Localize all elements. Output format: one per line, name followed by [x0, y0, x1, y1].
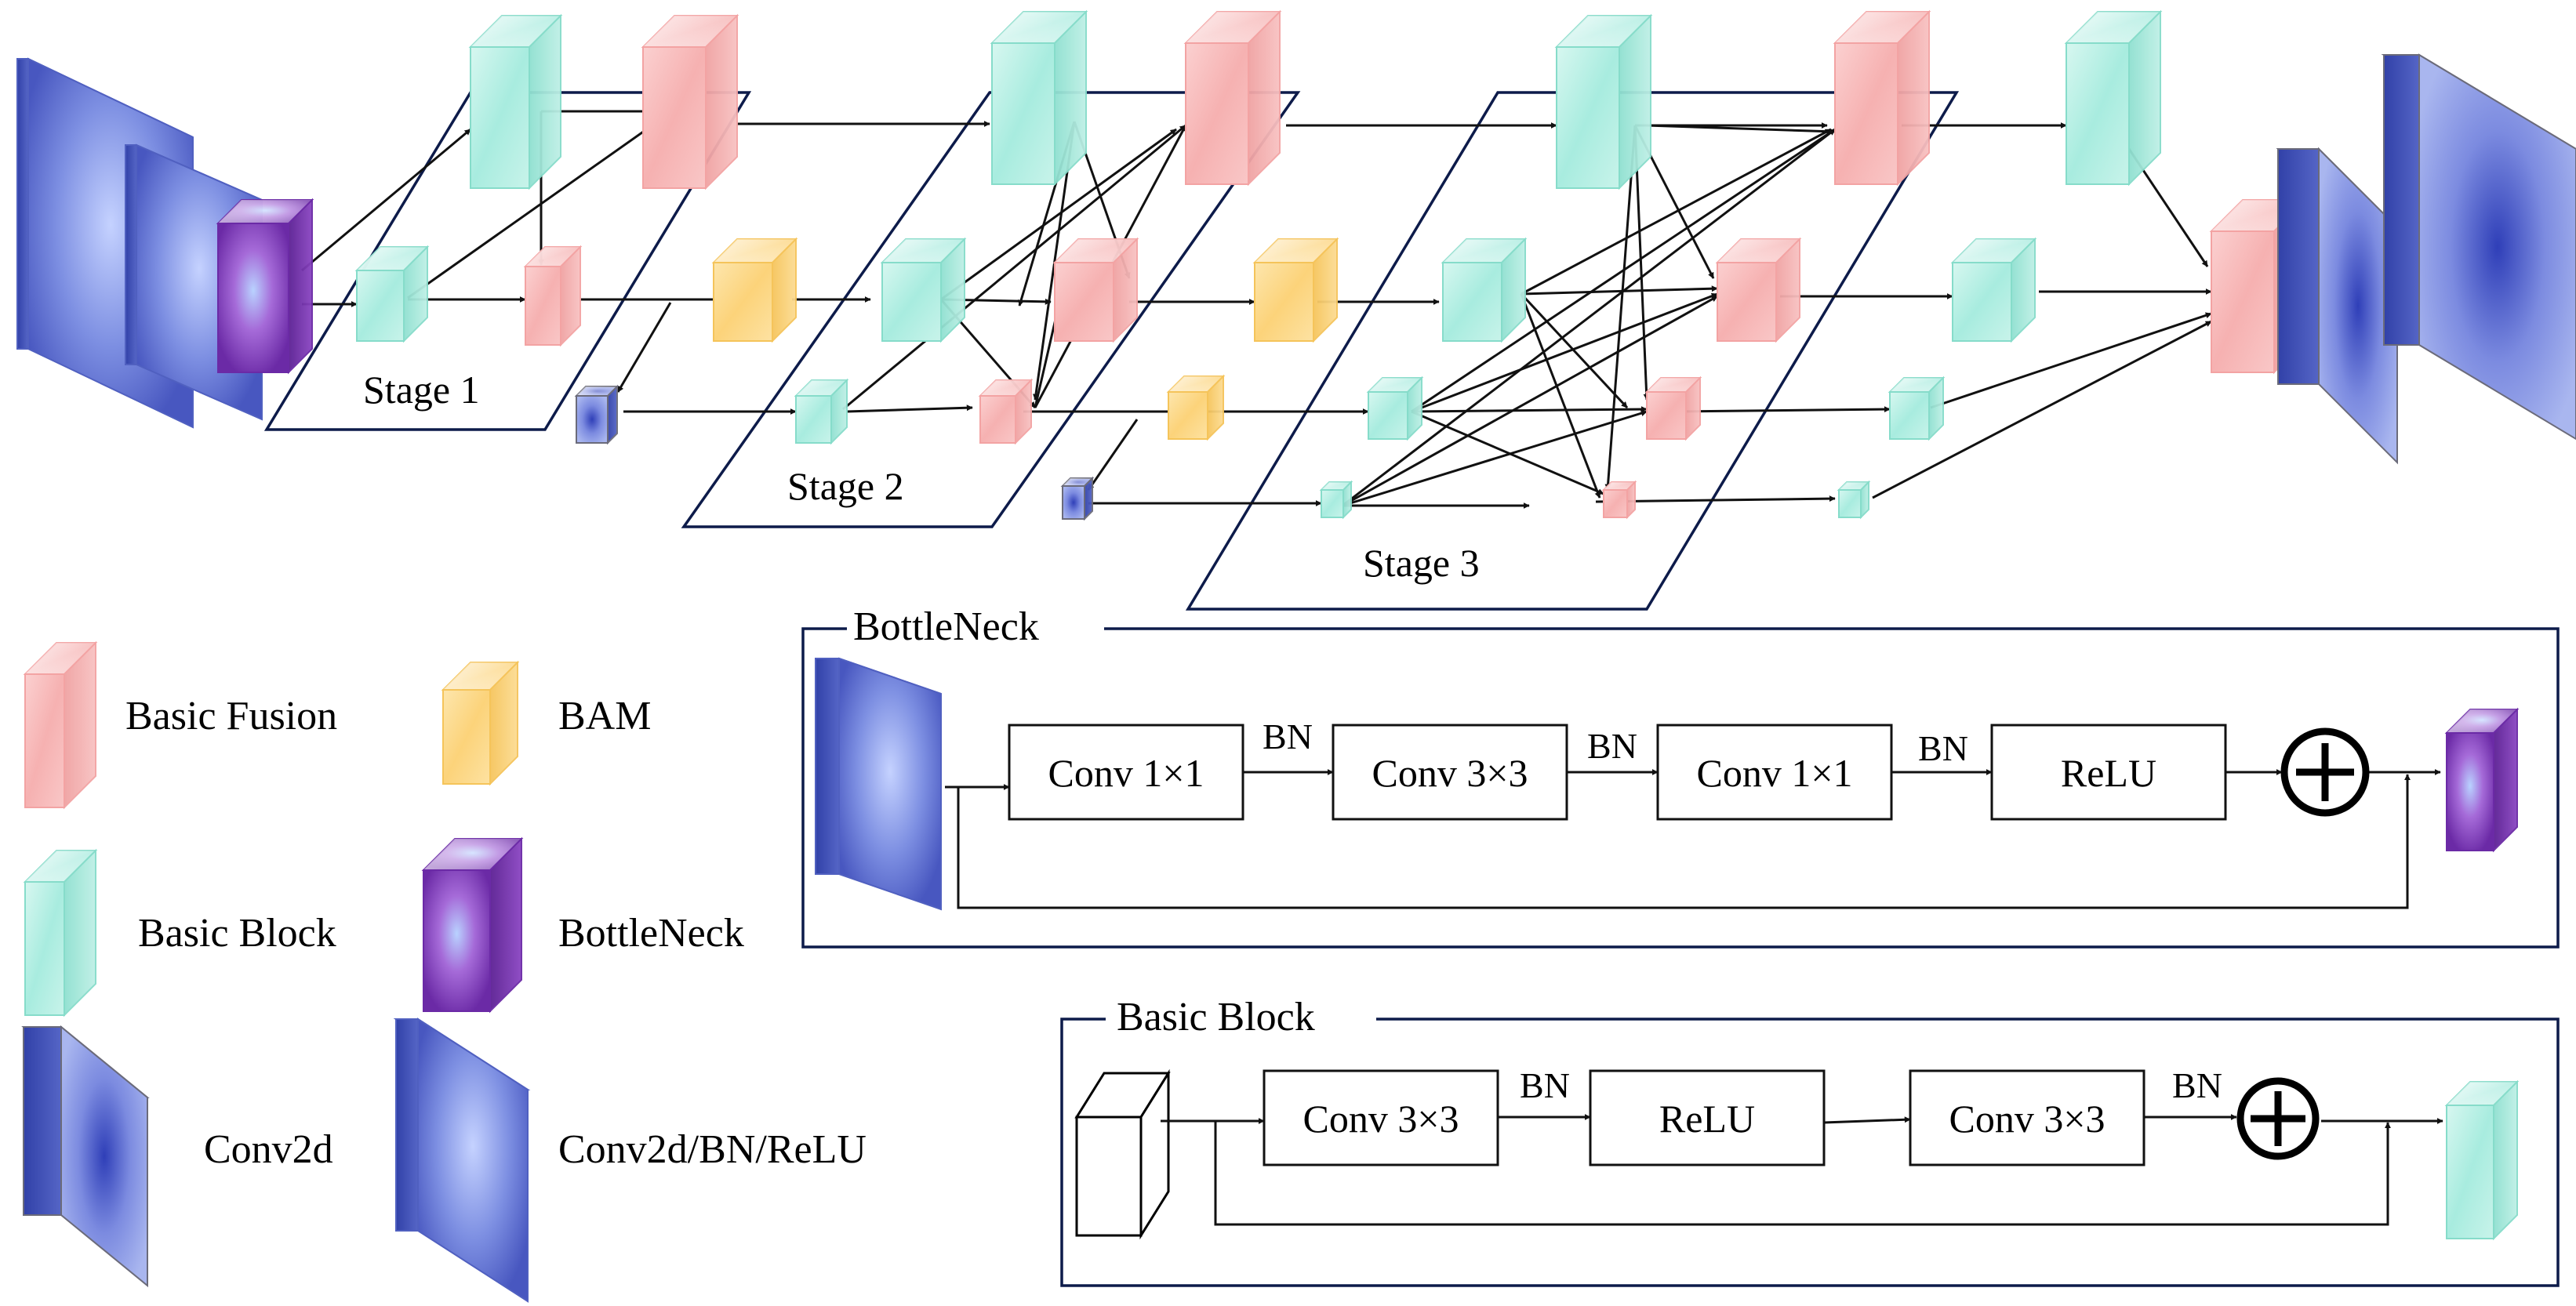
head-basic-block-top — [2064, 9, 2163, 187]
bottleneck-panel: BottleNeck Conv 1×1 Conv 3×3 Conv 1×1 Re… — [801, 604, 2560, 949]
conv2d-down-1 — [574, 384, 619, 445]
connection-arrows — [301, 108, 2212, 509]
legend-conv2d-bn-relu-label: Conv2d/BN/ReLU — [558, 1127, 867, 1172]
stage3-basic-block-mid — [1441, 237, 1528, 343]
basic-block-conv3x3-second-label: Conv 3×3 — [1949, 1097, 2105, 1141]
basic-block-bn-label-1: BN — [1520, 1065, 1570, 1105]
stage2-fusion-top — [1183, 9, 1282, 187]
head-conv2d-small — [2276, 147, 2400, 465]
head-conv2d-large — [2381, 53, 2576, 441]
stage3-basic-block-top — [1554, 13, 1653, 190]
basic-block-input-box — [1074, 1068, 1171, 1240]
stage3-fusion-lowest — [1601, 480, 1637, 520]
basic-block-add-icon — [2236, 1077, 2320, 1160]
legend-basic-block-label: Basic Block — [138, 911, 336, 956]
bottleneck-input-icon — [815, 657, 942, 911]
head-basic-block-lowest — [1837, 480, 1871, 520]
stage-3-label: Stage 3 — [1363, 541, 1480, 585]
bottleneck-panel-title: BottleNeck — [853, 604, 1039, 649]
bottleneck-conv1x1-label: Conv 1×1 — [1048, 751, 1204, 795]
basic-block-panel: Basic Block Conv 3×3 ReLU Conv 3×3 BN BN — [1060, 995, 2560, 1287]
stage3-basic-block-lowest — [1319, 480, 1353, 520]
stage2-fusion-low — [978, 378, 1034, 445]
bottleneck-bn-label-2: BN — [1587, 726, 1637, 766]
head-basic-block-low — [1887, 375, 1946, 441]
stage-2-label: Stage 2 — [787, 464, 904, 508]
bottleneck-conv1x1-second-label: Conv 1×1 — [1696, 751, 1852, 795]
basic-block-output-icon — [2444, 1079, 2520, 1241]
bottleneck-relu-label: ReLU — [2061, 751, 2156, 795]
basic-block-conv3x3-label: Conv 3×3 — [1303, 1097, 1459, 1141]
basic-block-relu-box — [1589, 1069, 1826, 1166]
stage3-fusion-top — [1833, 9, 1931, 187]
stage2-basic-block-low — [794, 378, 849, 445]
stage3-bam-mid — [1252, 237, 1339, 343]
network-blocks — [16, 9, 2576, 521]
bottleneck-bn-label-3: BN — [1918, 728, 1968, 768]
basic-block-conv3x3-second-box — [1909, 1069, 2145, 1166]
stage-3-frame — [1185, 91, 1960, 611]
legend-bam-label: BAM — [558, 694, 651, 738]
stage1-fusion-mid — [523, 245, 583, 347]
stage2-bam-low — [1166, 374, 1226, 441]
stage3-fusion-mid — [1715, 237, 1802, 343]
head-basic-block-mid — [1950, 237, 2037, 343]
conv2d-down-2 — [1060, 476, 1095, 521]
basic-block-relu-label: ReLU — [1659, 1097, 1755, 1141]
legend-bam-icon — [441, 660, 520, 786]
stage3-fusion-low — [1644, 375, 1702, 441]
legend-basic-block-icon — [23, 848, 98, 1018]
legend-bottleneck-label: BottleNeck — [558, 911, 744, 956]
legend-basic-fusion-label: Basic Fusion — [125, 694, 337, 738]
legend-bottleneck-icon — [421, 836, 524, 1014]
stage-1-frame — [263, 91, 752, 431]
stage1-fusion-top — [641, 13, 739, 190]
legend — [21, 640, 2520, 1303]
legend-conv2d-label: Conv2d — [204, 1127, 333, 1172]
stage2-fusion-mid — [1052, 237, 1139, 343]
stage-1-label: Stage 1 — [363, 368, 480, 412]
bottleneck-add-icon — [2280, 727, 2370, 817]
bottleneck-conv1x1-second-box — [1656, 724, 1893, 821]
stem-bottleneck-block — [216, 198, 314, 375]
legend-conv2d-icon — [21, 1025, 150, 1288]
bottleneck-bn-label-1: BN — [1263, 716, 1313, 756]
basic-block-panel-title: Basic Block — [1117, 995, 1315, 1039]
stage-frames — [263, 91, 1960, 611]
stage2-basic-block-top — [990, 9, 1088, 187]
stage2-bam-mid — [711, 237, 798, 343]
stage1-basic-block-mid — [354, 245, 430, 343]
basic-block-bn-label-2: BN — [2172, 1065, 2222, 1105]
legend-basic-fusion-icon — [23, 640, 98, 810]
bottleneck-conv3x3-box — [1332, 724, 1568, 821]
bottleneck-conv1x1-box — [1008, 724, 1244, 821]
bottleneck-conv3x3-label: Conv 3×3 — [1372, 751, 1528, 795]
stage3-basic-block-low — [1366, 375, 1424, 441]
stage-2-frame — [681, 91, 1301, 528]
stage2-basic-block-mid — [880, 237, 967, 343]
legend-conv2d-bn-relu-icon — [393, 1018, 531, 1303]
bottleneck-output-icon — [2444, 707, 2520, 853]
stage1-basic-block-top — [468, 13, 563, 190]
